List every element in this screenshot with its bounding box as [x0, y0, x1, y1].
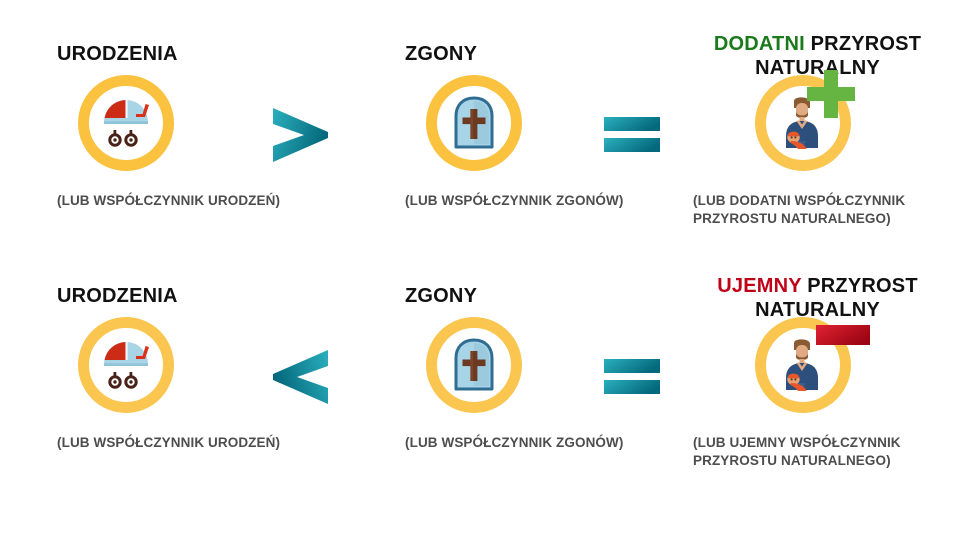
births-heading: URODZENIA — [57, 285, 178, 307]
baby-carriage-icon — [98, 97, 154, 149]
equation-row-positive: URODZENIA — [0, 20, 960, 250]
births-caption: (LUB WSPÓŁCZYNNIK URODZEŃ) — [57, 435, 281, 450]
tombstone-icon — [450, 337, 498, 393]
natural-growth-cell-positive: DODATNI PRZYROST NATURALNY — [685, 20, 950, 250]
comparison-operator-greater — [262, 20, 352, 250]
births-heading: URODZENIA — [57, 43, 178, 65]
deaths-icon-badge — [426, 75, 522, 171]
deaths-icon-badge — [426, 317, 522, 413]
deaths-cell: ZGONY (LUB WSPÓŁCZYNNIK ZGONÓW) — [390, 262, 623, 492]
deaths-cell: ZGONY (LUB WSPÓŁCZYNNIK ZGONÓW) — [390, 20, 623, 250]
natural-growth-heading: DODATNI PRZYROST NATURALNY — [685, 32, 950, 81]
births-icon-badge — [78, 317, 174, 413]
tombstone-icon — [450, 95, 498, 151]
deaths-heading: ZGONY — [405, 285, 478, 307]
natural-growth-caption: (LUB DODATNI WSPÓŁCZYNNIK PRZYROSTU NATU… — [693, 193, 906, 226]
man-holding-baby-icon — [776, 94, 830, 152]
plus-sign-icon — [805, 68, 857, 120]
deaths-heading: ZGONY — [405, 43, 478, 65]
yellow-ring — [755, 75, 851, 171]
births-cell: URODZENIA — [42, 262, 280, 492]
baby-carriage-icon — [98, 339, 154, 391]
births-caption: (LUB WSPÓŁCZYNNIK URODZEŃ) — [57, 193, 281, 208]
comparison-operator-less — [262, 262, 352, 492]
yellow-ring — [78, 75, 174, 171]
man-holding-baby-icon — [776, 336, 830, 394]
natural-growth-heading-accent: DODATNI — [713, 33, 805, 55]
deaths-caption: (LUB WSPÓŁCZYNNIK ZGONÓW) — [405, 435, 624, 450]
natural-growth-cell-negative: UJEMNY PRZYROST NATURALNY — [685, 262, 950, 492]
natural-growth-heading-rest: PRZYROST NATURALNY — [755, 275, 918, 322]
natural-growth-heading: UJEMNY PRZYROST NATURALNY — [685, 274, 950, 323]
yellow-ring — [426, 75, 522, 171]
natural-growth-heading-accent: UJEMNY — [717, 275, 802, 297]
equals-icon — [602, 356, 664, 398]
births-icon-badge — [78, 75, 174, 171]
equals-icon — [602, 114, 664, 156]
minus-sign-icon — [815, 324, 871, 346]
yellow-ring — [426, 317, 522, 413]
greater-than-icon — [268, 104, 338, 166]
natural-growth-icon-badge — [755, 317, 851, 413]
natural-growth-caption: (LUB UJEMNY WSPÓŁCZYNNIK PRZYROSTU NATUR… — [693, 435, 901, 468]
natural-growth-heading-rest: PRZYROST NATURALNY — [755, 33, 922, 80]
less-than-icon — [268, 346, 338, 408]
equals-operator — [598, 20, 688, 250]
equation-row-negative: URODZENIA — [0, 262, 960, 492]
births-cell: URODZENIA — [42, 20, 280, 250]
deaths-caption: (LUB WSPÓŁCZYNNIK ZGONÓW) — [405, 193, 624, 208]
yellow-ring — [78, 317, 174, 413]
equals-operator — [598, 262, 688, 492]
yellow-ring — [755, 317, 851, 413]
natural-growth-icon-badge — [755, 75, 851, 171]
